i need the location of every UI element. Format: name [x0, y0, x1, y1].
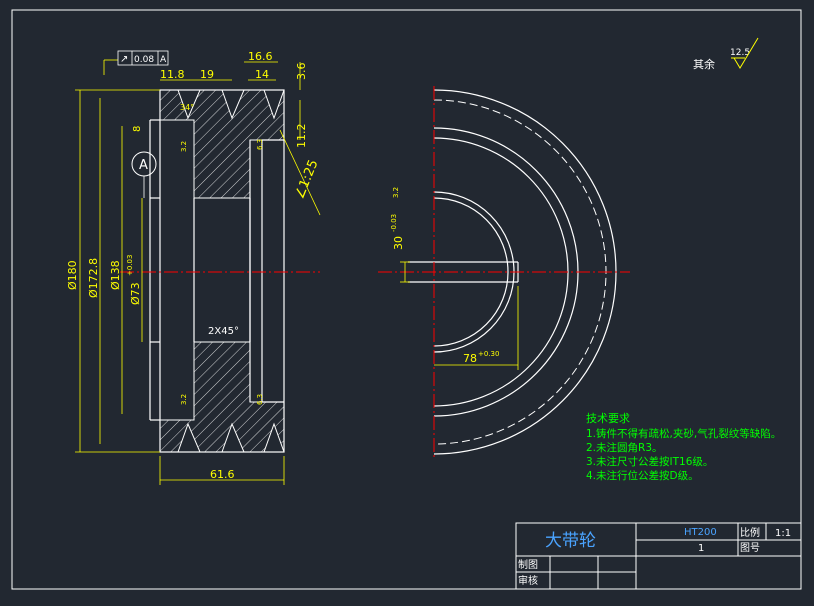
drawn-label: 制图 [518, 558, 538, 571]
tech-req-item-1: 1.铸件不得有疏松,夹砂,气孔裂纹等缺陷。 [586, 427, 781, 440]
others-roughness-value: 12.5 [730, 48, 750, 58]
tech-req-item-3: 3.未注尺寸公差按IT16级。 [586, 455, 713, 468]
end-dimensions [400, 261, 519, 370]
dim-dia-138: Ø138 [109, 260, 122, 290]
dim-keyway-30-tol: -0.03 [390, 214, 398, 232]
dim-11-8: 11.8 [160, 68, 185, 81]
scale-label: 比例 [740, 526, 760, 539]
roughness-6-3-a: 6.3 [256, 139, 264, 150]
dim-11-2: 11.2 [295, 124, 308, 149]
hub-arc [433, 197, 509, 347]
dim-dia-73-tol: +0.03 [126, 255, 134, 276]
dim-3-6: 3.6 [295, 63, 308, 81]
checked-label: 审核 [518, 574, 538, 587]
drawing-no-label: 图号 [740, 542, 760, 554]
technical-requirements: 技术要求 1.铸件不得有疏松,夹砂,气孔裂纹等缺陷。 2.未注圆角R3。 3.未… [586, 412, 781, 482]
tech-req-title: 技术要求 [586, 412, 630, 425]
dim-dia-73: Ø73 [129, 282, 142, 305]
dim-taper: ∠1:25 [292, 158, 321, 202]
tech-req-item-4: 4.未注行位公差按D级。 [586, 469, 699, 482]
roughness-3-2-b: 3.2 [180, 394, 188, 405]
others-label: 其余 [693, 57, 715, 71]
section-hatch-top [159, 89, 285, 199]
dim-16-6: 16.6 [248, 50, 273, 63]
tolerance-symbol: ↗ [120, 54, 128, 65]
part-name: 大带轮 [545, 531, 596, 551]
tolerance-frame: ↗ 0.08 A [117, 50, 169, 66]
section-dimensions [75, 59, 321, 485]
dim-61-6: 61.6 [210, 468, 235, 481]
datum-label: A [139, 158, 148, 173]
quantity: 1 [698, 543, 704, 554]
roughness-6-3-b: 6.3 [256, 394, 264, 405]
section-hatch-bottom [159, 341, 285, 453]
tolerance-value: 0.08 [134, 55, 154, 65]
dim-angle-34: 34° [180, 103, 194, 112]
web-outline [159, 89, 285, 453]
tech-req-item-2: 2.未注圆角R3。 [586, 441, 663, 454]
chamfer-label: 2X45° [208, 326, 239, 337]
drawing-frame [11, 9, 802, 590]
surface-finish-others: 其余 12.5 [693, 37, 759, 71]
dim-keyway-78: 78 [463, 352, 477, 365]
scale-value: 1:1 [775, 528, 791, 539]
dim-dia-172-8: Ø172.8 [87, 258, 100, 298]
dim-8: 8 [132, 126, 143, 132]
dim-keyway-78-tol: +0.30 [478, 350, 499, 358]
tolerance-datum: A [160, 55, 167, 65]
dim-dia-180: Ø180 [66, 260, 79, 290]
material: HT200 [684, 527, 717, 538]
roughness-3-2-c: 3.2 [392, 187, 400, 198]
roughness-symbol-icon [733, 37, 759, 69]
roughness-3-2-a: 3.2 [180, 141, 188, 152]
title-block: 大带轮 HT200 比例 1:1 1 图号 制图 审核 [515, 522, 802, 590]
dim-keyway-30: 30 [392, 236, 405, 250]
dim-19: 19 [200, 68, 214, 81]
dim-14: 14 [255, 68, 269, 81]
datum-marker: A [131, 151, 157, 198]
section-view: 2X45° [120, 89, 320, 453]
